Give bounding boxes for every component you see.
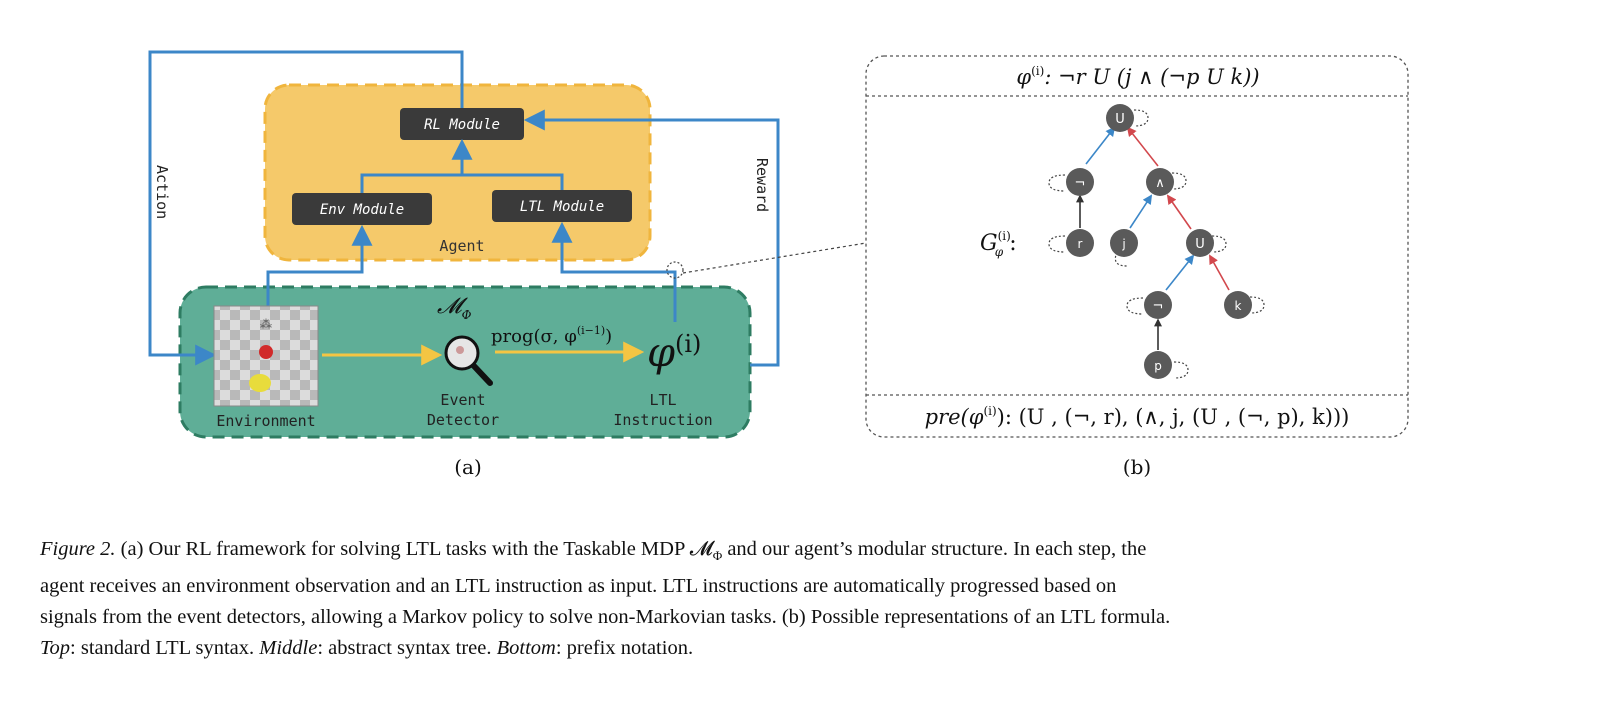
svg-text:r: r — [1078, 237, 1083, 251]
svg-text:k: k — [1235, 299, 1242, 313]
ltl-label-2: Instruction — [613, 411, 712, 429]
panel-b-frame — [865, 55, 1409, 438]
env-module-label: Env Module — [320, 202, 404, 218]
prog-formula: prog(σ, φ(i−1)) — [491, 324, 612, 347]
node-until-2: U — [1186, 229, 1214, 257]
tree-nodes: U ¬ ∧ r j U ¬ k p — [1066, 104, 1252, 379]
caption-fig-label: Figure 2. — [40, 538, 116, 560]
environment-label: Environment — [216, 412, 315, 430]
blue-arrows — [148, 50, 780, 367]
node-j: j — [1110, 229, 1138, 257]
agent-label: Agent — [439, 237, 484, 255]
caption-bottom-label: Bottom — [496, 637, 556, 660]
figure-2: Agent 𝓜Φ RL Module Env Module LTL Module… — [148, 50, 1409, 479]
node-not-r: ¬ — [1066, 168, 1094, 196]
panel-b: φ(i): ¬r U (j ∧ (¬p U k)) G(i)φ: — [865, 55, 1409, 479]
rl-module — [400, 108, 524, 140]
caption-middle-text: : abstract syntax tree. — [317, 637, 497, 660]
environment-image: ⁂ — [213, 305, 319, 407]
zoom-connector — [682, 242, 867, 274]
event-label-1: Event — [440, 391, 485, 409]
reward-arrow — [523, 109, 780, 367]
node-k: k — [1224, 291, 1252, 319]
agent-glyph-icon: ⁂ — [260, 317, 272, 331]
node-p: p — [1144, 351, 1172, 379]
env-module — [292, 193, 432, 225]
zoom-marker — [666, 261, 684, 279]
caption-line-1-end: and our agent’s modular structure. In ea… — [722, 538, 1147, 560]
panel-b-sublabel: (b) — [1123, 455, 1151, 479]
svg-text:∧: ∧ — [1155, 176, 1165, 191]
magnifier-icon — [444, 335, 493, 386]
svg-text:j: j — [1121, 237, 1125, 251]
prefix-formula: pre(φ(i)): (U , (¬, r), (∧, j, (U , (¬, … — [925, 404, 1350, 429]
caption-bottom-text: : prefix notation. — [555, 637, 694, 660]
figure-caption: Figure 2. (a) Our RL framework for solvi… — [40, 534, 1570, 664]
node-not-p: ¬ — [1144, 291, 1172, 319]
caption-line-1: (a) Our RL framework for solving LTL tas… — [115, 538, 713, 560]
node-root-until: U — [1106, 104, 1134, 132]
node-r: r — [1066, 229, 1094, 257]
node-and: ∧ — [1146, 168, 1174, 196]
red-object — [259, 345, 273, 359]
top-formula: φ(i): ¬r U (j ∧ (¬p U k)) — [1016, 64, 1259, 89]
caption-top-text: : standard LTL syntax. — [70, 637, 260, 660]
ltl-label-1: LTL — [649, 391, 676, 409]
phi-instruction: φ(i) — [647, 330, 701, 376]
tree-edges — [1076, 126, 1230, 350]
caption-line-3: signals from the event detectors, allowi… — [40, 606, 1171, 629]
caption-line-2: agent receives an environment observatio… — [40, 575, 1117, 598]
svg-text:p: p — [1154, 359, 1162, 373]
yellow-object — [249, 374, 271, 392]
svg-text:U: U — [1115, 112, 1125, 127]
ltl-module-label: LTL Module — [520, 199, 604, 215]
caption-top-label: Top — [40, 637, 71, 660]
ltl-module — [492, 190, 632, 222]
svg-text:¬: ¬ — [1153, 299, 1164, 314]
action-label: Action — [153, 165, 171, 219]
ltl-to-ltlmodule-arrow — [551, 221, 677, 322]
svg-text:¬: ¬ — [1075, 176, 1086, 191]
action-arrow — [148, 50, 464, 366]
env-to-envmodule-arrow — [266, 224, 373, 308]
caption-middle-label: Middle — [259, 637, 318, 660]
panel-a: Agent 𝓜Φ RL Module Env Module LTL Module… — [148, 50, 867, 479]
event-label-2: Detector — [427, 411, 499, 429]
reward-label: Reward — [753, 158, 771, 212]
svg-text:U: U — [1195, 237, 1205, 252]
self-loops — [1048, 109, 1265, 379]
panel-a-sublabel: (a) — [454, 455, 482, 479]
graph-label: G(i)φ: — [980, 229, 1017, 259]
caption-line-1-sub: Φ — [712, 548, 723, 564]
rl-module-label: RL Module — [424, 117, 500, 133]
